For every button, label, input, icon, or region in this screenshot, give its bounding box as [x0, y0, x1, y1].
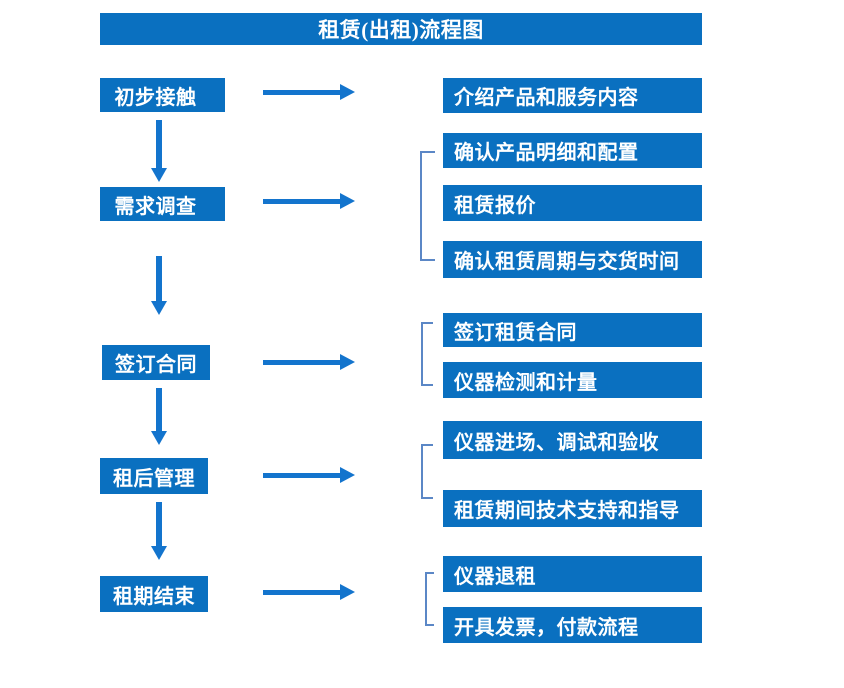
- item-box-invoice-payment: 开具发票，付款流程: [443, 607, 702, 643]
- right-arrow-icon-5: [263, 584, 355, 600]
- item-box-instrument-setup-acceptance: 仪器进场、调试和验收: [443, 421, 702, 459]
- right-arrow-icon-3: [263, 354, 355, 370]
- right-arrow-icon-1: [263, 84, 355, 100]
- step-box-requirement-survey: 需求调查: [100, 187, 225, 221]
- item-box-rental-quotation: 租赁报价: [443, 185, 702, 221]
- group-bracket-contract-signing: [421, 322, 433, 386]
- item-box-confirm-product-details: 确认产品明细和配置: [443, 133, 702, 168]
- flowchart-title: 租赁(出租)流程图: [100, 13, 702, 45]
- item-box-technical-support: 租赁期间技术支持和指导: [443, 490, 702, 527]
- right-arrow-icon-4: [263, 467, 355, 483]
- item-box-sign-rental-contract: 签订租赁合同: [443, 313, 702, 347]
- down-arrow-icon-1: [150, 120, 167, 182]
- item-box-confirm-rental-period: 确认租赁周期与交货时间: [443, 241, 702, 278]
- down-arrow-icon-2: [150, 256, 167, 315]
- step-box-rental-end: 租期结束: [100, 576, 208, 612]
- down-arrow-icon-3: [150, 388, 167, 445]
- step-box-contract-signing: 签订合同: [102, 345, 210, 380]
- step-box-initial-contact: 初步接触: [100, 78, 225, 112]
- group-bracket-post-rental-management: [421, 444, 433, 499]
- step-box-post-rental-management: 租后管理: [100, 458, 208, 494]
- right-arrow-icon-2: [263, 193, 355, 209]
- item-box-instrument-return: 仪器退租: [443, 556, 702, 592]
- group-bracket-requirement-survey: [420, 151, 435, 261]
- group-bracket-rental-end: [425, 572, 434, 626]
- item-box-introduce-products: 介绍产品和服务内容: [443, 78, 702, 113]
- item-box-instrument-testing: 仪器检测和计量: [443, 362, 702, 398]
- down-arrow-icon-4: [150, 502, 167, 560]
